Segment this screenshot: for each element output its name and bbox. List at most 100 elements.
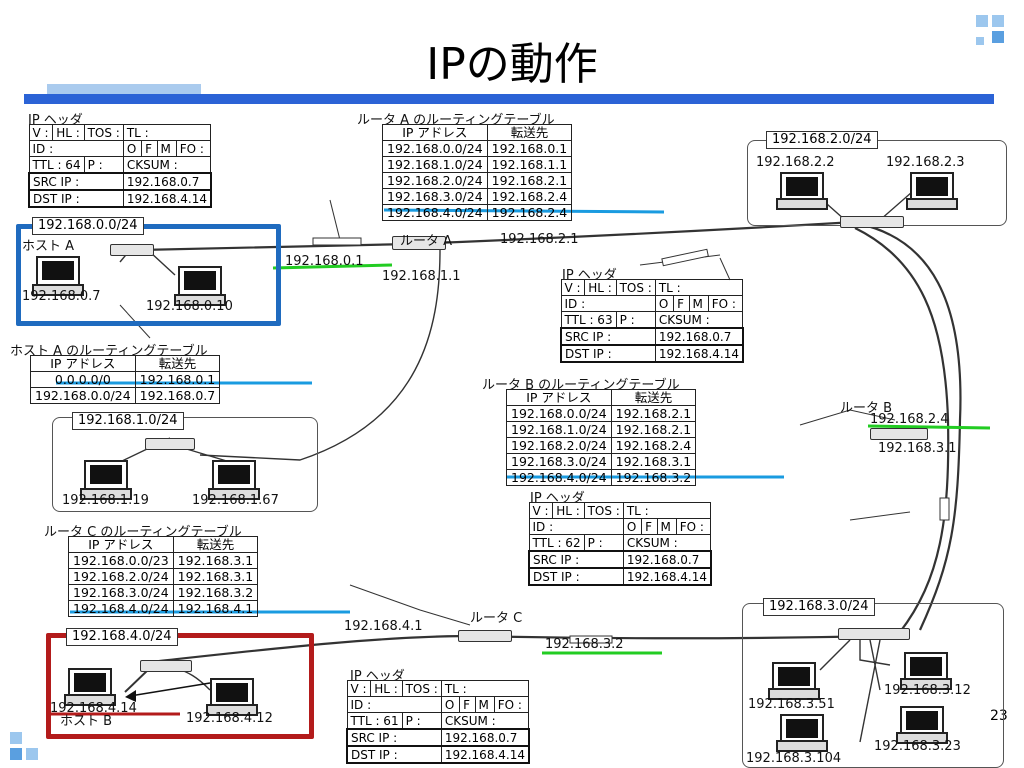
table-cell: O [622,518,643,535]
table-cell: M [156,140,177,157]
table-cell: HL : [584,279,617,296]
host-ip-label: 192.168.4.12 [186,711,273,726]
network-label: 192.168.2.0/24 [766,131,878,149]
network-frame-192-168-1-0 [52,417,318,512]
table-cell: 192.168.1.0/24 [506,421,612,438]
table-cell: TL : [440,680,530,697]
table-cell: HL : [552,502,585,519]
corner-square [976,37,984,45]
table-cell: 192.168.4.14 [122,189,212,208]
table-cell: O [654,295,675,312]
host-ip-label: 192.168.4.14 [50,701,137,716]
table-cell: 192.168.4.0/24 [382,204,488,221]
table-cell: TL : [654,279,744,296]
interface-ip-label: 192.168.4.1 [344,619,423,634]
table-cell: ID : [560,295,656,312]
hub-icon [840,216,904,228]
computer-icon [768,688,820,700]
table-cell: HL : [370,680,403,697]
computer-icon [776,198,828,210]
table-cell: 転送先 [486,124,573,141]
computer-icon [212,460,256,490]
table-cell: P : [401,712,442,730]
table-cell: TTL : 61 [346,712,403,730]
corner-square [976,15,988,27]
table-cell: V : [28,124,54,141]
host-ip-label: 192.168.3.12 [884,683,971,698]
host-ip-label: 192.168.0.7 [22,289,101,304]
table-cell: IP アドレス [382,124,488,141]
table-cell: FO : [675,518,712,535]
host-ip-label: 192.168.2.3 [886,155,965,170]
table-cell: 192.168.0.1 [134,371,221,388]
router-icon [392,236,446,250]
network-frame-192-168-4-0 [46,633,314,739]
table-cell: 192.168.0.0/24 [506,405,612,422]
table-cell: 192.168.2.1 [486,172,573,189]
computer-icon [896,732,948,744]
hub-icon [110,244,154,256]
table-cell: M [688,295,709,312]
computer-icon [780,172,824,202]
table-cell: F [641,518,658,535]
computer-icon [904,652,948,682]
corner-square [10,732,22,744]
table-cell: 0.0.0.0/0 [30,371,136,388]
computer-icon [32,284,84,296]
table-cell: V : [346,680,372,697]
table-cell: IP アドレス [506,389,612,406]
table-cell: TTL : 63 [560,311,617,329]
interface-ip-label: 192.168.0.1 [285,254,364,269]
network-label: 192.168.0.0/24 [32,217,144,235]
table-cell: O [122,140,143,157]
computer-icon [776,740,828,752]
table-cell: TTL : 64 [28,156,85,174]
table-cell: TOS : [615,279,656,296]
interface-ip-label: 192.168.2.4 [870,412,949,427]
table-cell: O [440,696,461,713]
table-cell: 192.168.2.4 [610,437,697,454]
table-cell: CKSUM : [622,534,712,552]
table-cell: TOS : [83,124,124,141]
table-cell: 192.168.0.7 [654,327,744,346]
hub-icon [838,628,910,640]
table-cell: 192.168.1.0/24 [382,156,488,173]
table-cell: 192.168.3.1 [172,568,259,585]
table-cell: ID : [28,140,124,157]
slide-title: IPの動作 [426,39,598,90]
table-cell: CKSUM : [654,311,744,329]
table-cell: V : [560,279,586,296]
table-cell: DST IP : [528,567,624,586]
table-cell: CKSUM : [440,712,530,730]
computer-icon [36,256,80,286]
table-cell: HL : [52,124,85,141]
table-cell: 192.168.0.7 [622,550,712,569]
host-ip-label: 192.168.1.19 [62,493,149,508]
table-cell: CKSUM : [122,156,212,174]
router-c-label: ルータ C [470,611,523,626]
table-cell: 192.168.3.0/24 [382,188,488,205]
table-cell: TL : [122,124,212,141]
table-cell: 転送先 [610,389,697,406]
host-a-label: ホスト A [22,239,75,254]
table-cell: ID : [528,518,624,535]
computer-icon [178,266,222,296]
host-b-label: ホスト B [60,714,113,729]
table-cell: 192.168.2.0/24 [506,437,612,454]
table-cell: F [141,140,158,157]
table-cell: FO : [175,140,212,157]
table-cell: 192.168.3.1 [172,552,259,569]
table-cell: V : [528,502,554,519]
interface-ip-label: 192.168.2.1 [500,232,579,247]
host-ip-label: 192.168.3.51 [748,697,835,712]
network-frame-192-168-0-0 [16,224,281,326]
table-cell: 192.168.3.0/24 [68,584,174,601]
table-cell: F [673,295,690,312]
table-cell: DST IP : [346,745,442,764]
computer-icon [772,662,816,692]
table-cell: 192.168.2.1 [610,421,697,438]
